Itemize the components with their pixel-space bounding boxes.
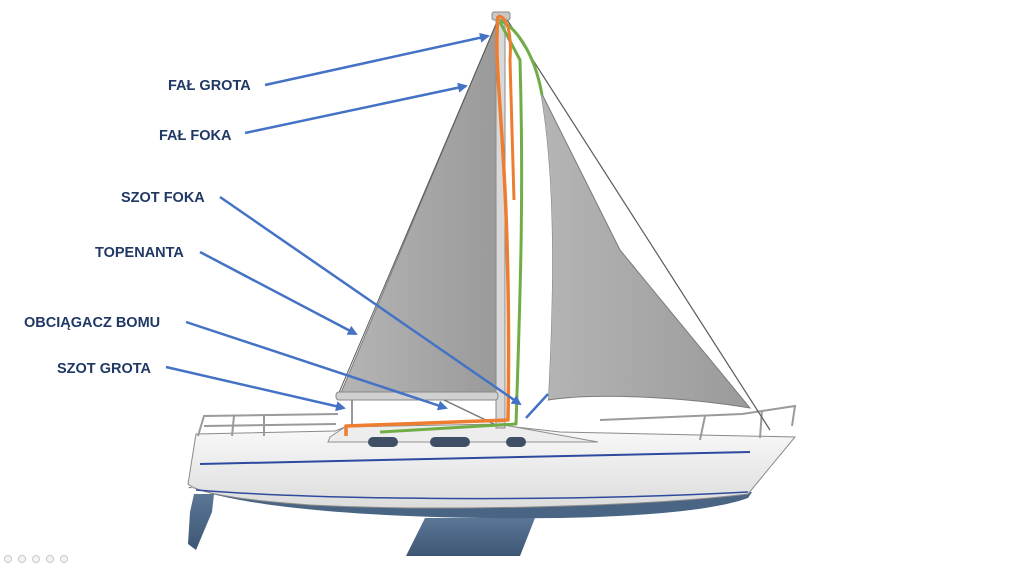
halyard-rope-top bbox=[497, 14, 516, 201]
arrow-jib-halyard bbox=[244, 82, 468, 135]
arrow-main-halyard bbox=[264, 32, 490, 87]
slide-nav-controls bbox=[4, 555, 68, 563]
waterline-stripe bbox=[199, 451, 751, 465]
arrow-boom-vang bbox=[185, 320, 448, 411]
cabin-window bbox=[368, 437, 398, 447]
jib-white-leech-gap bbox=[528, 90, 553, 400]
label-boom-vang: OBCIĄGACZ BOMU bbox=[24, 315, 160, 331]
slide-nav-dot-icon[interactable] bbox=[60, 555, 68, 563]
hull bbox=[187, 424, 797, 509]
stern-railing bbox=[197, 413, 339, 437]
arrow-main-sheet bbox=[165, 365, 346, 412]
slide-nav-dot-icon[interactable] bbox=[46, 555, 54, 563]
forestay bbox=[505, 17, 771, 431]
label-main-halyard: FAŁ GROTA bbox=[168, 78, 251, 94]
keel bbox=[406, 518, 535, 556]
label-jib-halyard: FAŁ FOKA bbox=[159, 128, 232, 144]
cabin-window bbox=[430, 437, 470, 447]
slide-nav-dot-icon[interactable] bbox=[32, 555, 40, 563]
bow-railing bbox=[599, 404, 797, 441]
jib bbox=[539, 89, 752, 409]
cabin bbox=[327, 423, 599, 443]
slide-nav-dot-icon[interactable] bbox=[4, 555, 12, 563]
jib-sheet-lead-line bbox=[525, 393, 549, 419]
label-topping-lift: TOPENANTA bbox=[95, 245, 184, 261]
annotation-arrows bbox=[165, 32, 522, 412]
boom bbox=[335, 391, 499, 401]
backstay bbox=[337, 21, 498, 396]
boot-stripe bbox=[195, 489, 749, 500]
slide-nav-dot-icon[interactable] bbox=[18, 555, 26, 563]
main-halyard-rope bbox=[344, 15, 511, 436]
label-main-sheet: SZOT GROTA bbox=[57, 361, 152, 377]
rudder bbox=[188, 494, 214, 550]
arrow-topping-lift bbox=[199, 250, 358, 336]
arrow-jib-sheet bbox=[219, 195, 522, 406]
cabin-window bbox=[506, 437, 526, 447]
label-jib-sheet: SZOT FOKA bbox=[121, 190, 205, 206]
